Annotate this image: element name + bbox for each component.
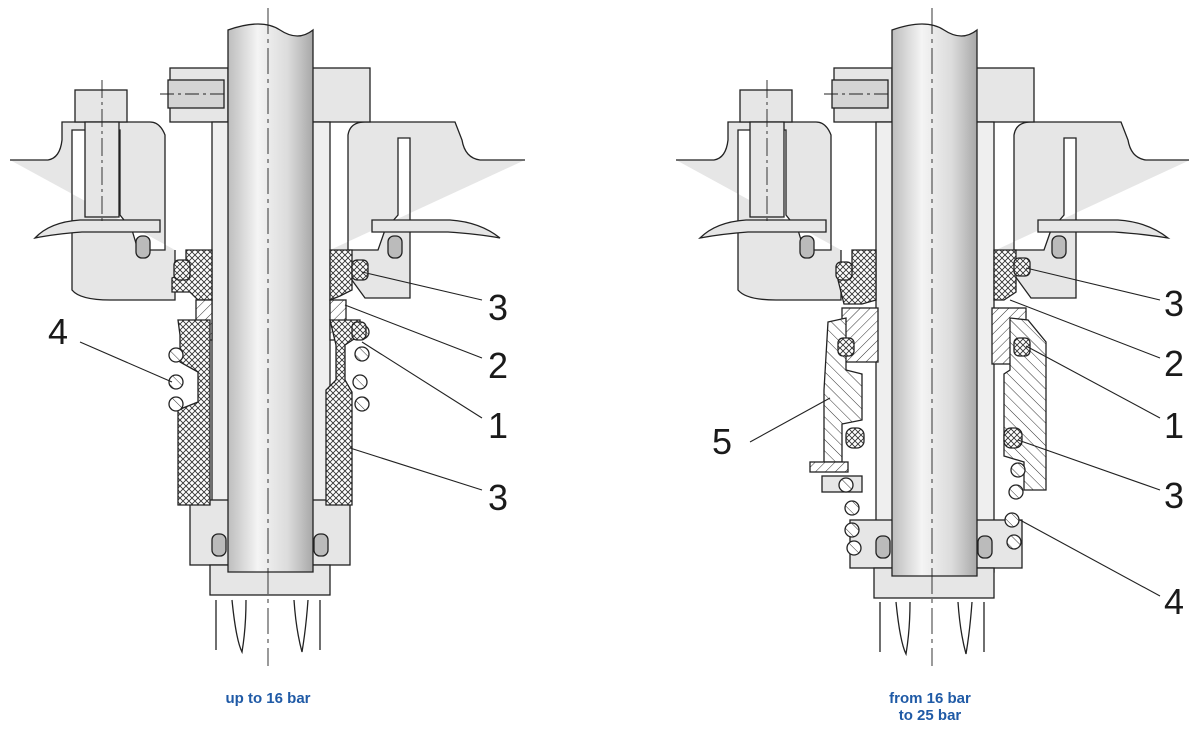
- figure-right: [676, 8, 1189, 666]
- callout-right-5: 5: [712, 421, 732, 462]
- housing-flange-left: [33, 219, 161, 240]
- spring-coils-left: [168, 347, 184, 412]
- impeller-blades: [879, 601, 985, 657]
- callout-right-2: 2: [1164, 343, 1184, 384]
- bellows-left: [177, 319, 211, 506]
- figure-left: [10, 8, 525, 666]
- housing-flange-left: [698, 219, 827, 240]
- shaft: [891, 23, 978, 577]
- housing-flange-right: [371, 219, 501, 239]
- callout-left-1: 1: [488, 405, 508, 446]
- callout-left-3a: 3: [488, 287, 508, 328]
- caption-right: from 16 bar to 25 bar: [830, 690, 1030, 724]
- bellows-right: [325, 319, 361, 506]
- impeller-blades: [215, 599, 321, 655]
- seal-ring-upper-right: [993, 249, 1017, 301]
- spring-coils-left: [838, 477, 862, 556]
- collar-right: [311, 67, 371, 123]
- caption-left-line-1: up to 16 bar: [225, 690, 311, 707]
- caption-right-line-1: from 16 bar: [889, 690, 971, 707]
- callout-right-1: 1: [1164, 405, 1184, 446]
- bolt-head: [74, 89, 128, 123]
- shaft: [227, 23, 314, 573]
- seal-ring-upper-right: [329, 249, 353, 301]
- callout-right-3a: 3: [1164, 283, 1184, 324]
- collar-right: [975, 67, 1035, 123]
- o-rings-right: [799, 235, 1067, 559]
- caption-left: up to 16 bar: [168, 690, 368, 707]
- leader-lines-left: [79, 271, 483, 491]
- caption-right-line-2: to 25 bar: [898, 707, 962, 724]
- pin: [809, 461, 849, 473]
- spring-coils-right: [1004, 462, 1026, 550]
- callout-right-4: 4: [1164, 581, 1184, 622]
- callout-left-4: 4: [48, 311, 68, 352]
- callout-left-3b: 3: [488, 477, 508, 518]
- bolt-head: [739, 89, 793, 123]
- leader-lines-right: [749, 267, 1161, 597]
- o-rings-left: [135, 235, 403, 557]
- callout-right-3b: 3: [1164, 475, 1184, 516]
- housing-flange-right: [1037, 219, 1171, 240]
- callout-left-2: 2: [488, 345, 508, 386]
